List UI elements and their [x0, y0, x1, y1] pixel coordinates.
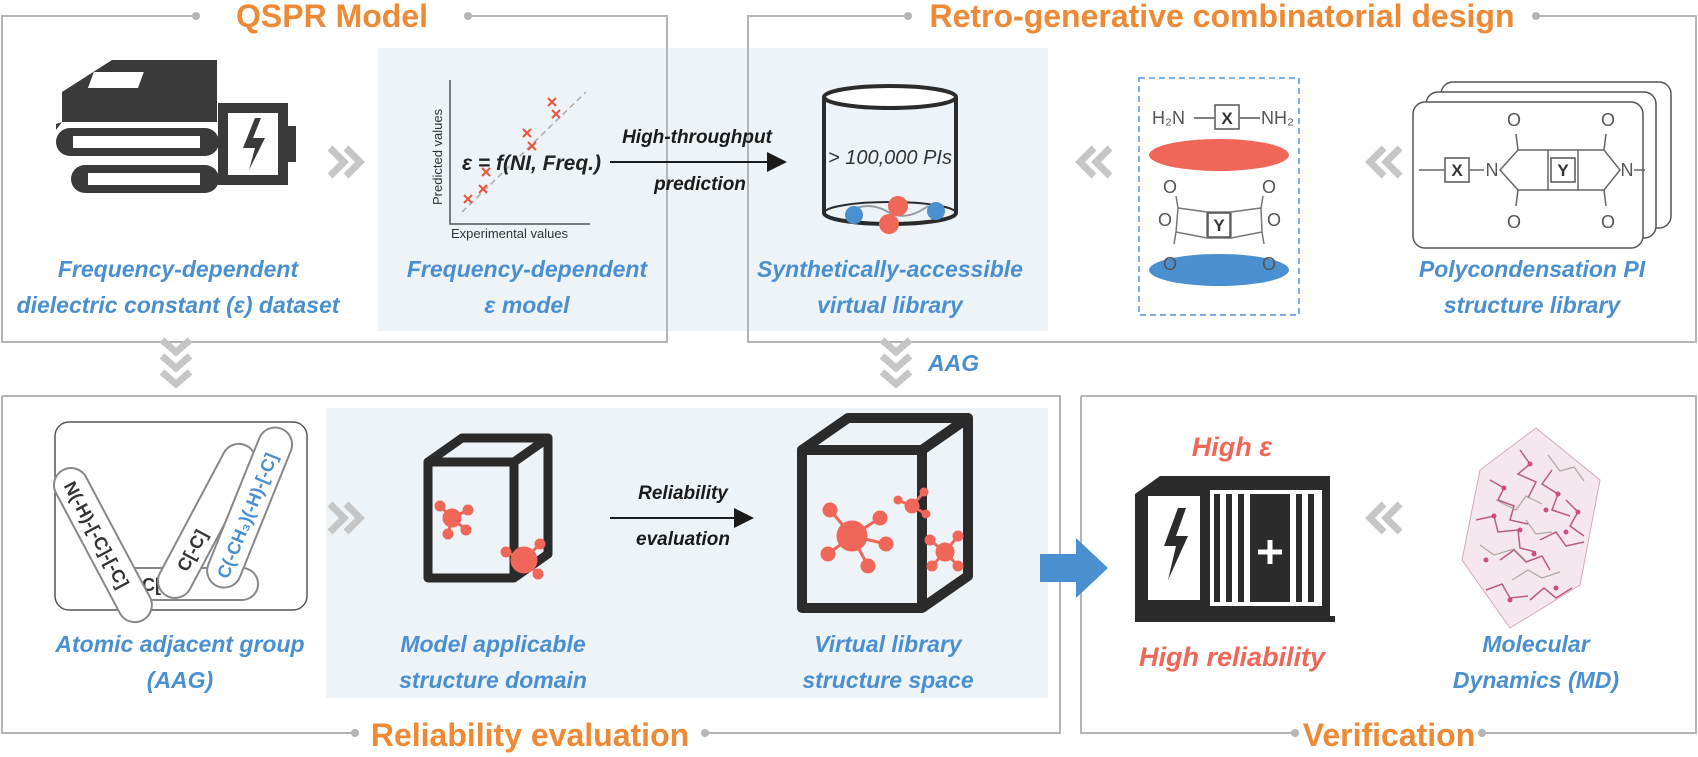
domain-label-line1: Model applicable: [400, 631, 586, 657]
molecule-icon: [500, 538, 546, 580]
aag-label-line1: Atomic adjacent group: [54, 631, 304, 657]
monomer-box: H₂N X NH₂ Y O O O O O O: [1138, 77, 1300, 316]
molecule-icon: [893, 487, 931, 519]
pi-label-line1: Polycondensation PI: [1419, 256, 1646, 282]
chevron-right-icon: [327, 501, 365, 535]
monomer-x: X: [1221, 109, 1233, 128]
bottom-shaded-panel: [326, 408, 1048, 698]
chevron-left-icon: [1365, 145, 1403, 179]
dataset-label-line2: dielectric constant (ε) dataset: [17, 292, 341, 318]
high-reliability-label: High reliability: [1139, 642, 1327, 672]
oxygen-atom: O: [1158, 210, 1172, 230]
section-title-qspr: QSPR Model: [236, 0, 428, 34]
chevron-down-icon: [879, 337, 913, 389]
plot-xlabel: Experimental values: [451, 226, 569, 241]
books-icon: [56, 60, 219, 193]
library-jar-icon: > 100,000 PIs: [822, 84, 958, 234]
aag-arrow-label: AAG: [927, 350, 979, 376]
pi-structure-cards: X Y N N O O O O: [1412, 81, 1672, 249]
space-label-line1: Virtual library: [814, 631, 963, 657]
space-label-line2: structure space: [802, 667, 974, 693]
evaluation-arrow-label: evaluation: [636, 529, 730, 550]
oxygen-atom: O: [1507, 110, 1521, 130]
battery-icon: [218, 103, 296, 185]
nitrogen-atom: N: [1486, 160, 1499, 180]
nitrogen-atom: N: [1621, 160, 1634, 180]
dataset-label-line1: Frequency-dependent: [58, 256, 300, 282]
aag-label-line2: (AAG): [147, 667, 213, 693]
oxygen-atom: O: [1163, 177, 1177, 197]
md-label-line1: Molecular: [1482, 631, 1590, 657]
chevron-right-icon: [327, 145, 365, 179]
model-equation: ε = f(NI, Freq.): [462, 152, 601, 175]
pi-y: Y: [1557, 161, 1569, 180]
pi-x: X: [1451, 161, 1463, 180]
aag-pills-icon: C[-C] C[-C] N(-H)-[-C]-[-C] C(-CH₃)(-H)-…: [52, 421, 308, 624]
oxygen-atom: O: [1601, 110, 1615, 130]
reliability-arrow-label: Reliability: [638, 483, 729, 504]
molecule-icon: [924, 530, 964, 572]
oxygen-atom: O: [1262, 254, 1276, 274]
oxygen-atom: O: [1601, 212, 1615, 232]
library-count: > 100,000 PIs: [828, 147, 952, 169]
md-simulation-icon: [1461, 427, 1601, 629]
molecule-icon: [434, 500, 474, 540]
amine-right: NH₂: [1261, 108, 1294, 128]
md-label-line2: Dynamics (MD): [1453, 667, 1619, 693]
model-label-line2: ε model: [484, 292, 570, 318]
chevron-down-icon: [159, 337, 193, 389]
amine-left: H₂N: [1152, 108, 1185, 128]
prediction-label: prediction: [653, 174, 746, 195]
retro-frame: [747, 15, 1697, 343]
section-title-verification: Verification: [1303, 717, 1476, 753]
frame-end-dots: [192, 12, 1540, 737]
plot-ylabel: Predicted values: [430, 108, 445, 205]
monomer-y: Y: [1213, 216, 1225, 235]
space-cube-icon: [797, 413, 973, 613]
model-label-line1: Frequency-dependent: [407, 256, 649, 282]
section-title-retro: Retro-generative combinatorial design: [929, 0, 1514, 34]
battery-container-icon: [1135, 476, 1335, 622]
oxygen-atom: O: [1262, 177, 1276, 197]
domain-label-line2: structure domain: [399, 667, 587, 693]
high-throughput-label: High-throughput: [622, 127, 773, 148]
high-eps-label: High ε: [1192, 432, 1273, 462]
chevron-left-icon: [1365, 501, 1403, 535]
section-title-reliability: Reliability evaluation: [371, 717, 689, 753]
molecule-icon: [820, 502, 894, 574]
vlib-label-line1: Synthetically-accessible: [757, 256, 1023, 282]
pi-label-line2: structure library: [1444, 292, 1622, 318]
verification-frame: [1080, 395, 1697, 734]
chevron-left-icon: [1075, 145, 1113, 179]
oxygen-atom: O: [1507, 212, 1521, 232]
qspr-frame: [1, 15, 668, 343]
vlib-label-line2: virtual library: [817, 292, 964, 318]
parity-plot: Predicted values Experimental values ε =…: [430, 80, 601, 241]
oxygen-atom: O: [1163, 254, 1177, 274]
transfer-arrow-icon: [1040, 538, 1108, 598]
oxygen-atom: O: [1267, 210, 1281, 230]
